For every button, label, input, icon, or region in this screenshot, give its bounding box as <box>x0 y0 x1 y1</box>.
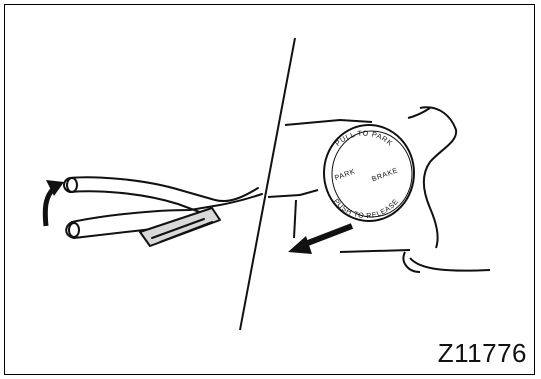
pull-arrow-icon <box>288 226 352 254</box>
figure-code: Z11776 <box>438 338 527 369</box>
divider-line <box>240 38 295 330</box>
brake-knob: PULL TO PARK PARK BRAKE PUSH TO RELEASE <box>324 125 414 221</box>
curved-up-arrow-icon <box>45 180 64 226</box>
brake-lever-handles <box>64 177 262 246</box>
